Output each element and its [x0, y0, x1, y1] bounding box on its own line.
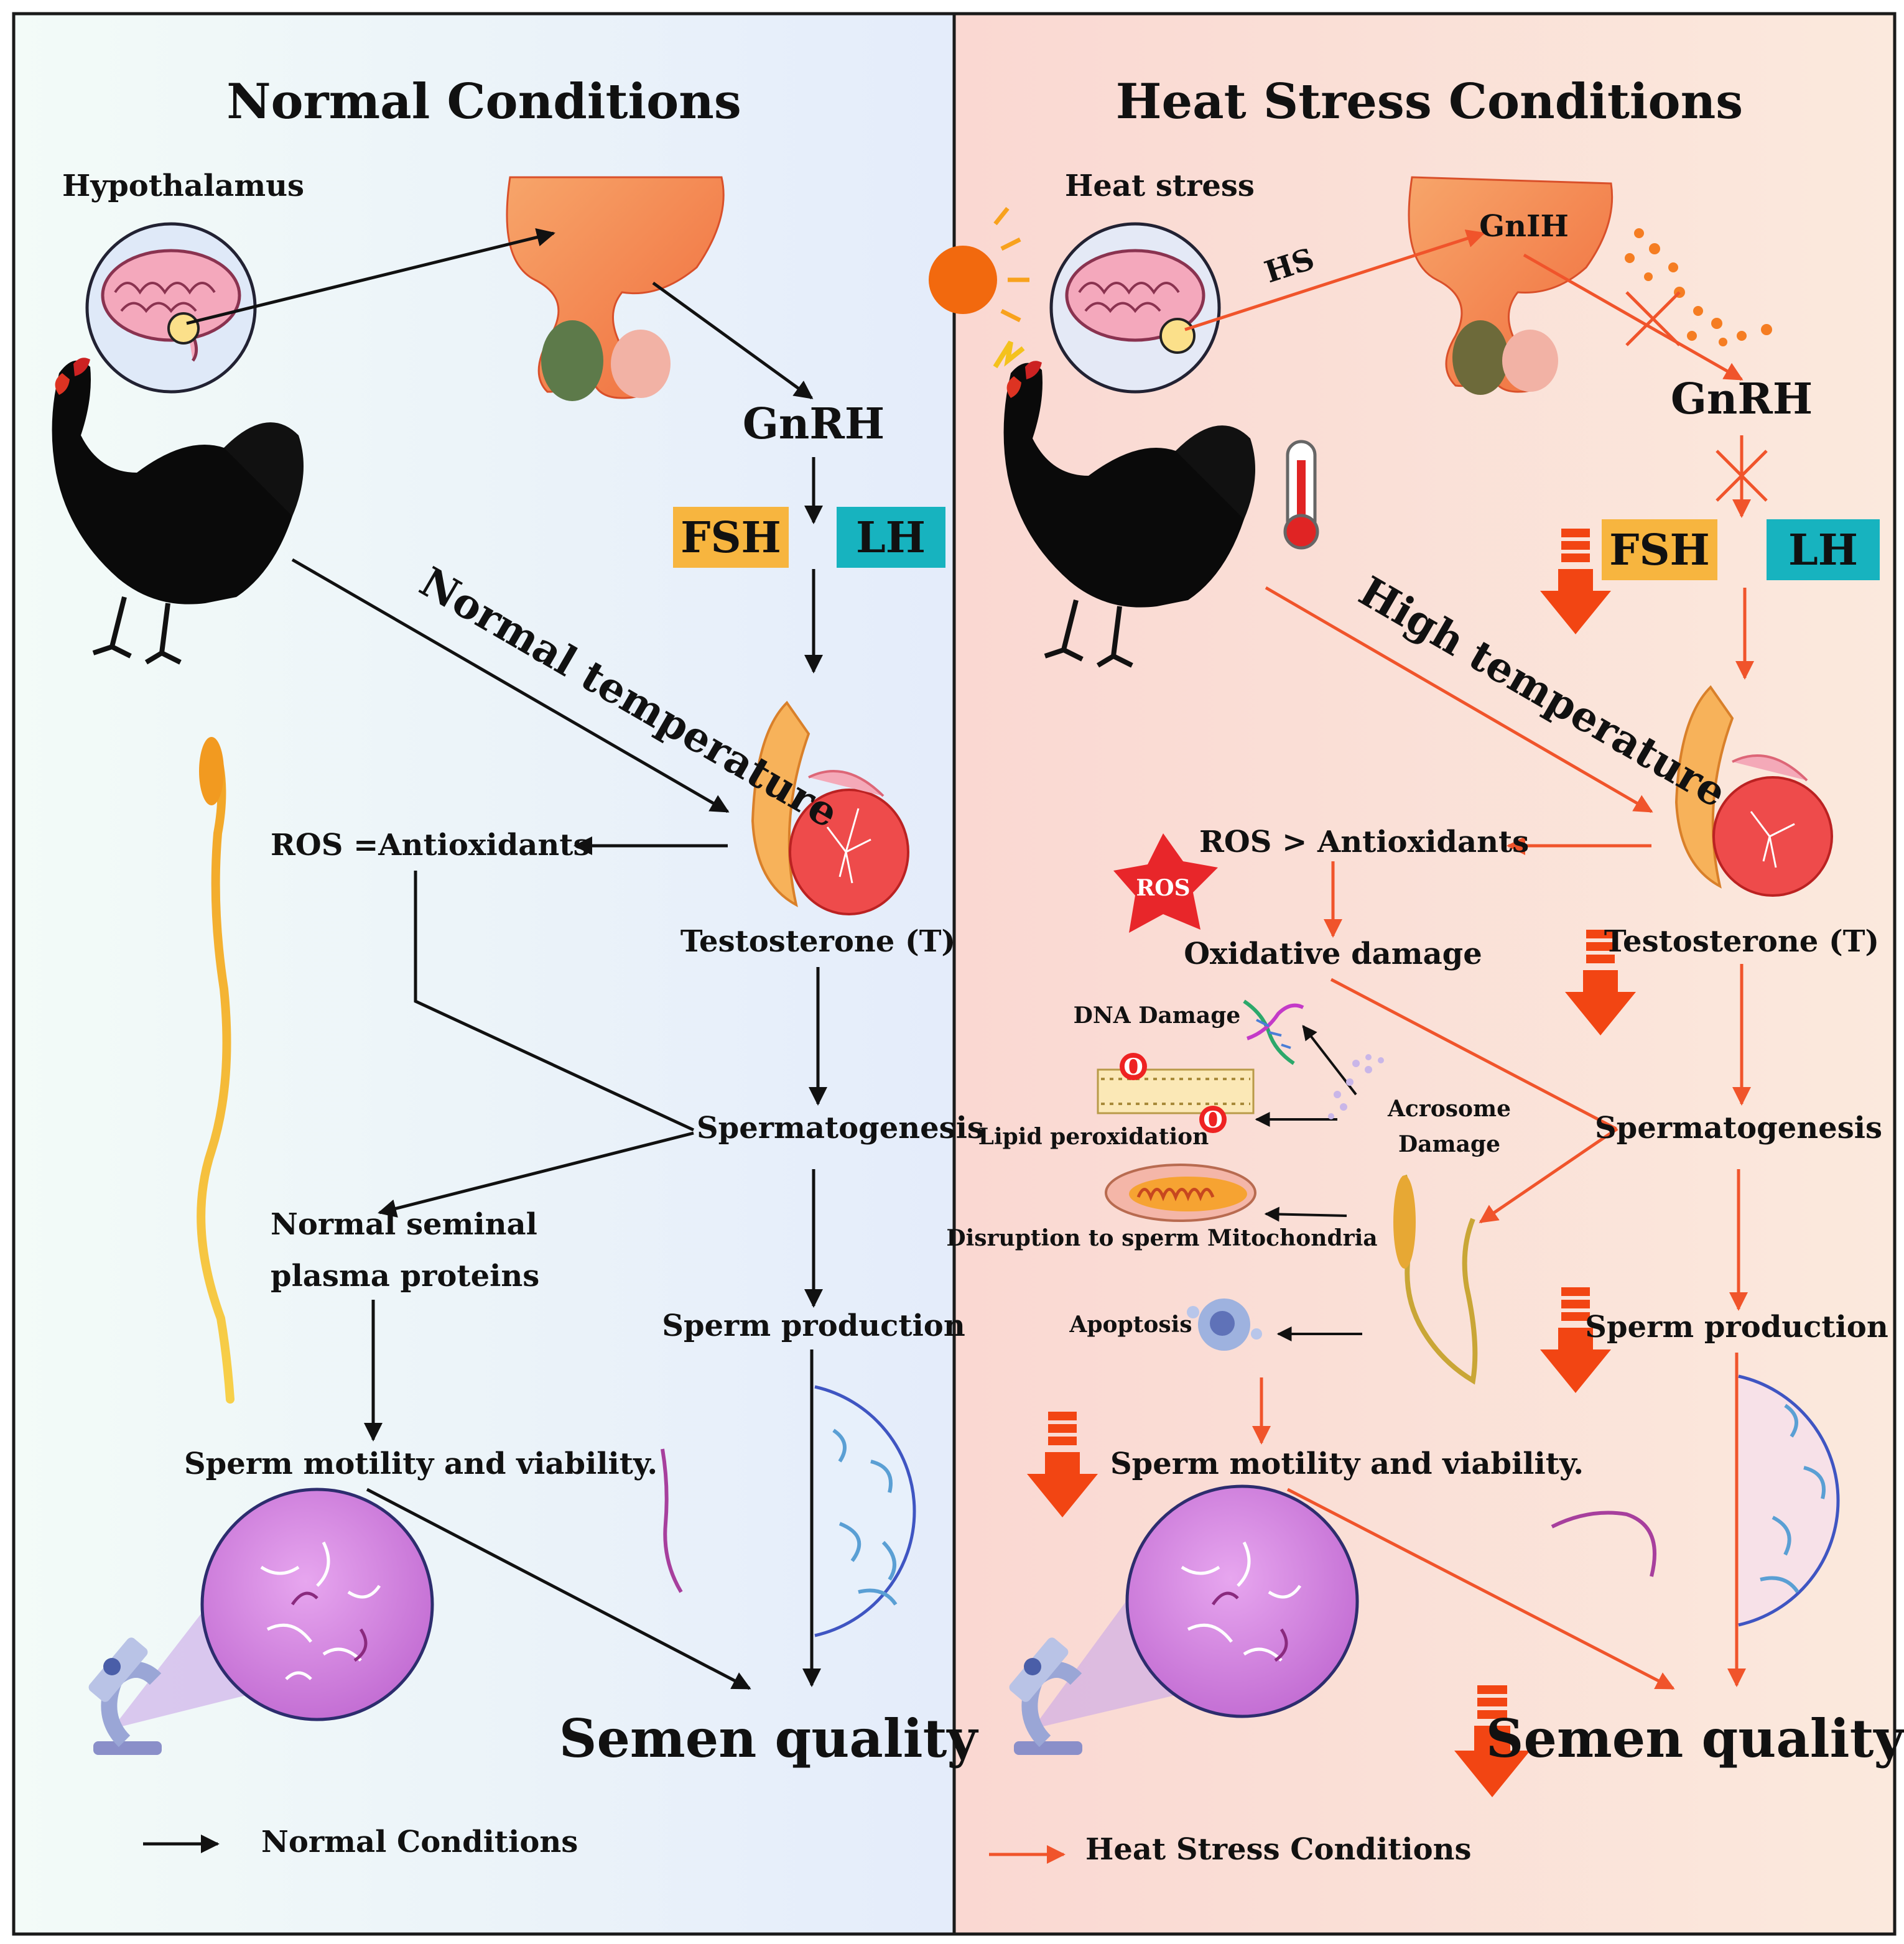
arrow-normal-temperature — [291, 558, 730, 813]
heat-apoptosis-label: Apoptosis — [1069, 1312, 1192, 1338]
heat-lipid-label: Lipid peroxidation — [978, 1124, 1209, 1150]
heat-acrosome-line1: Acrosome — [1387, 1096, 1511, 1122]
thermometer-icon — [1283, 440, 1319, 550]
heat-fsh-label: FSH — [1609, 525, 1710, 575]
heat-legend-label: Heat Stress Conditions — [1085, 1832, 1472, 1867]
mitochondria-icon — [1105, 1164, 1256, 1222]
ros-badge-label: ROS — [1136, 875, 1190, 901]
heat-ros-label: ROS > Antioxidants — [1199, 825, 1529, 859]
normal-testosterone-label: Testosterone (T) — [680, 924, 955, 959]
normal-seminal-line2: plasma proteins — [271, 1259, 539, 1294]
normal-sperm-production-label: Sperm production — [662, 1308, 965, 1343]
heat-title: Heat Stress Conditions — [1116, 73, 1743, 130]
sperm-sample-circle — [814, 1385, 916, 1637]
heat-fsh-box — [1602, 519, 1717, 580]
brain-icon — [85, 222, 257, 394]
normal-lh-label: LH — [856, 513, 926, 563]
microscope-view-circle-heat — [1033, 1484, 1359, 1729]
arrow-oxidative-spermatogenesis — [1330, 978, 1617, 1131]
sperm-head-heat — [1393, 1175, 1416, 1269]
lipid-membrane-icon: O O — [1097, 1053, 1255, 1133]
arrow-spermatogenesis-sperm-heat — [1479, 1127, 1618, 1224]
decrease-arrow-motility — [1027, 1412, 1098, 1517]
acrosome-icon — [1328, 1054, 1384, 1119]
rooster-icon-heat — [1003, 361, 1255, 668]
hypothalamus-label: Hypothalamus — [62, 169, 304, 203]
testis-icon — [751, 700, 909, 915]
particles-icon — [1625, 228, 1772, 346]
pituitary-icon-heat — [1408, 176, 1614, 395]
arrow-spermatogenesis-seminal — [378, 1131, 694, 1218]
sperm-sample-circle-heat — [1738, 1374, 1840, 1627]
heat-lh-label: LH — [1788, 525, 1858, 575]
testis-icon-heat — [1674, 685, 1833, 897]
heat-acrosome-line2: Damage — [1398, 1131, 1500, 1157]
sun-icon — [929, 206, 1029, 369]
normal-motility-label: Sperm motility and viability. — [184, 1446, 657, 1481]
sperm-icon-small-heat — [1551, 1511, 1656, 1577]
sperm-strands — [832, 1428, 898, 1606]
dna-icon — [1243, 999, 1304, 1065]
heat-motility-label: Sperm motility and viability. — [1110, 1446, 1584, 1481]
heat-mito-label: Disruption to sperm Mitochondria — [946, 1225, 1377, 1251]
heat-gnih-label: GnIH — [1479, 209, 1569, 244]
normal-gnrh-label: GnRH — [743, 399, 885, 449]
rooster-icon — [52, 358, 304, 665]
microscope-view-circle — [112, 1488, 434, 1729]
block-x-icon-2 — [1716, 450, 1768, 502]
normal-lh-box — [837, 507, 945, 568]
arrow-mito — [1264, 1206, 1347, 1222]
heat-dna-label: DNA Damage — [1074, 1002, 1241, 1029]
heat-oxidative-label: Oxidative damage — [1184, 937, 1482, 971]
oxygen-mark-2: O — [1203, 1107, 1222, 1133]
arrow-ros-spermatogenesis — [414, 871, 695, 1132]
oxygen-mark: O — [1123, 1054, 1143, 1080]
decrease-arrow-fsh — [1540, 529, 1611, 634]
decrease-arrow-semen — [1454, 1685, 1530, 1797]
arrow-motility-semen-heat — [1286, 1488, 1675, 1690]
arrow-brain-pituitary — [186, 228, 555, 325]
arrow-high-temperature — [1265, 586, 1653, 813]
normal-semen-quality-label: Semen quality — [559, 1708, 979, 1769]
normal-ros-label: ROS =Antioxidants — [271, 828, 590, 863]
normal-fsh-label: FSH — [680, 513, 781, 563]
sperm-icon-small — [661, 1448, 683, 1593]
microscope-icon — [88, 1637, 162, 1755]
arrow-brain-gnih — [1184, 229, 1485, 331]
sperm-strands-heat — [1760, 1404, 1826, 1593]
arrow-motility-semen — [366, 1488, 751, 1690]
normal-spermatogenesis-label: Spermatogenesis — [697, 1111, 984, 1146]
arrow-gnih-gnrh — [1523, 253, 1744, 381]
ros-star-icon: ROS — [1113, 833, 1218, 933]
sperm-head — [199, 737, 224, 805]
arrow-pituitary-gnrh — [652, 281, 814, 400]
normal-fsh-box — [673, 507, 789, 568]
microscope-icon-heat — [1009, 1637, 1082, 1755]
pituitary-icon — [506, 176, 725, 401]
sperm-icon — [197, 742, 235, 1404]
heat-semen-quality-label: Semen quality — [1486, 1708, 1904, 1769]
heat-stress-label: Heat stress — [1065, 169, 1255, 203]
normal-legend-label: Normal Conditions — [261, 1825, 578, 1859]
decrease-arrow-testosterone — [1565, 930, 1636, 1035]
decrease-arrow-production — [1540, 1287, 1611, 1393]
normal-title: Normal Conditions — [226, 73, 741, 130]
heat-spermatogenesis-label: Spermatogenesis — [1595, 1111, 1882, 1146]
heat-testosterone-label: Testosterone (T) — [1604, 924, 1879, 959]
heat-gnrh-label: GnRH — [1671, 374, 1813, 424]
heat-lh-box — [1767, 519, 1880, 580]
heat-sperm-production-label: Sperm production — [1585, 1310, 1888, 1345]
apoptosis-cell-icon — [1187, 1298, 1262, 1351]
block-x-icon — [1625, 291, 1681, 346]
normal-seminal-line1: Normal seminal — [271, 1207, 537, 1242]
brain-icon-heat — [1049, 222, 1221, 394]
